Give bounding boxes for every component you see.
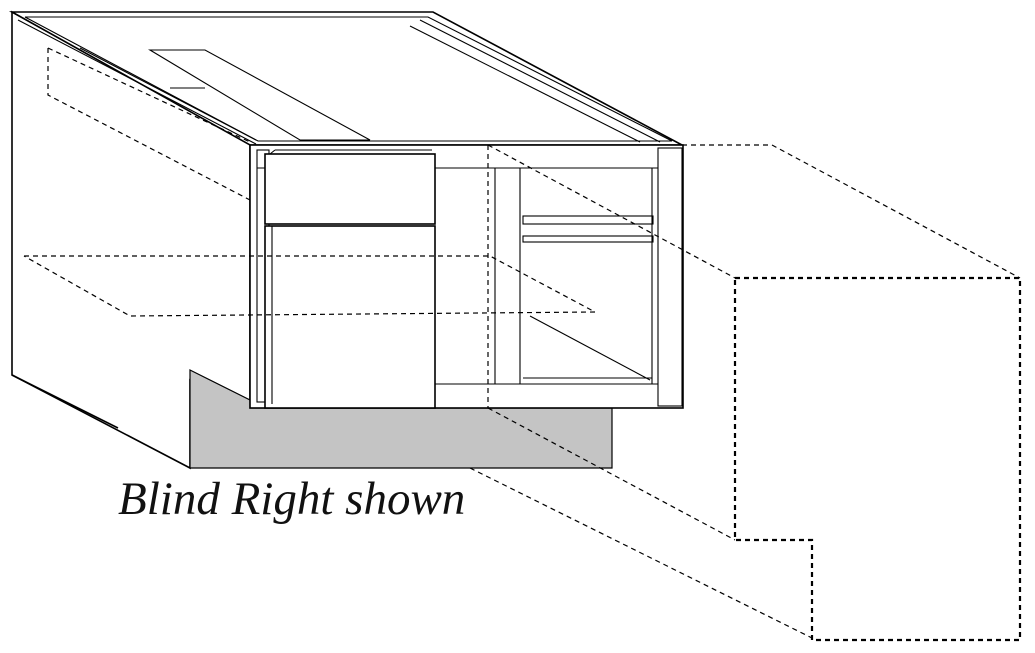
door-panel (264, 225, 436, 409)
interior-back-diagonal (529, 315, 651, 381)
adjoining-cabinet-outline (733, 276, 1022, 642)
drawer-front-edge (269, 149, 276, 155)
hidden-top-back-line (47, 48, 251, 201)
top-rail-line-3 (409, 25, 641, 143)
hidden-shelf-line (23, 255, 596, 317)
top-rail-line-1 (17, 19, 257, 145)
cabinet-top-inner-edge (24, 16, 673, 142)
side-panel-bottom-edge (11, 374, 119, 429)
caption-text: Blind Right shown (118, 473, 466, 525)
top-rail-line-4 (419, 19, 661, 143)
top-stretcher (148, 49, 371, 141)
hidden-top-line (47, 47, 251, 143)
hidden-adjoining-top-inner (487, 144, 736, 279)
interior-shelf-lower (522, 235, 654, 243)
hidden-adjoining-top (682, 144, 1021, 279)
hidden-toe-line (469, 467, 813, 639)
top-rail-line-2 (79, 47, 257, 141)
drawer-front (264, 153, 436, 225)
hidden-adjoining-bottom (487, 407, 736, 541)
face-frame-right-stile (657, 147, 683, 407)
interior-shelf-upper (522, 215, 654, 225)
